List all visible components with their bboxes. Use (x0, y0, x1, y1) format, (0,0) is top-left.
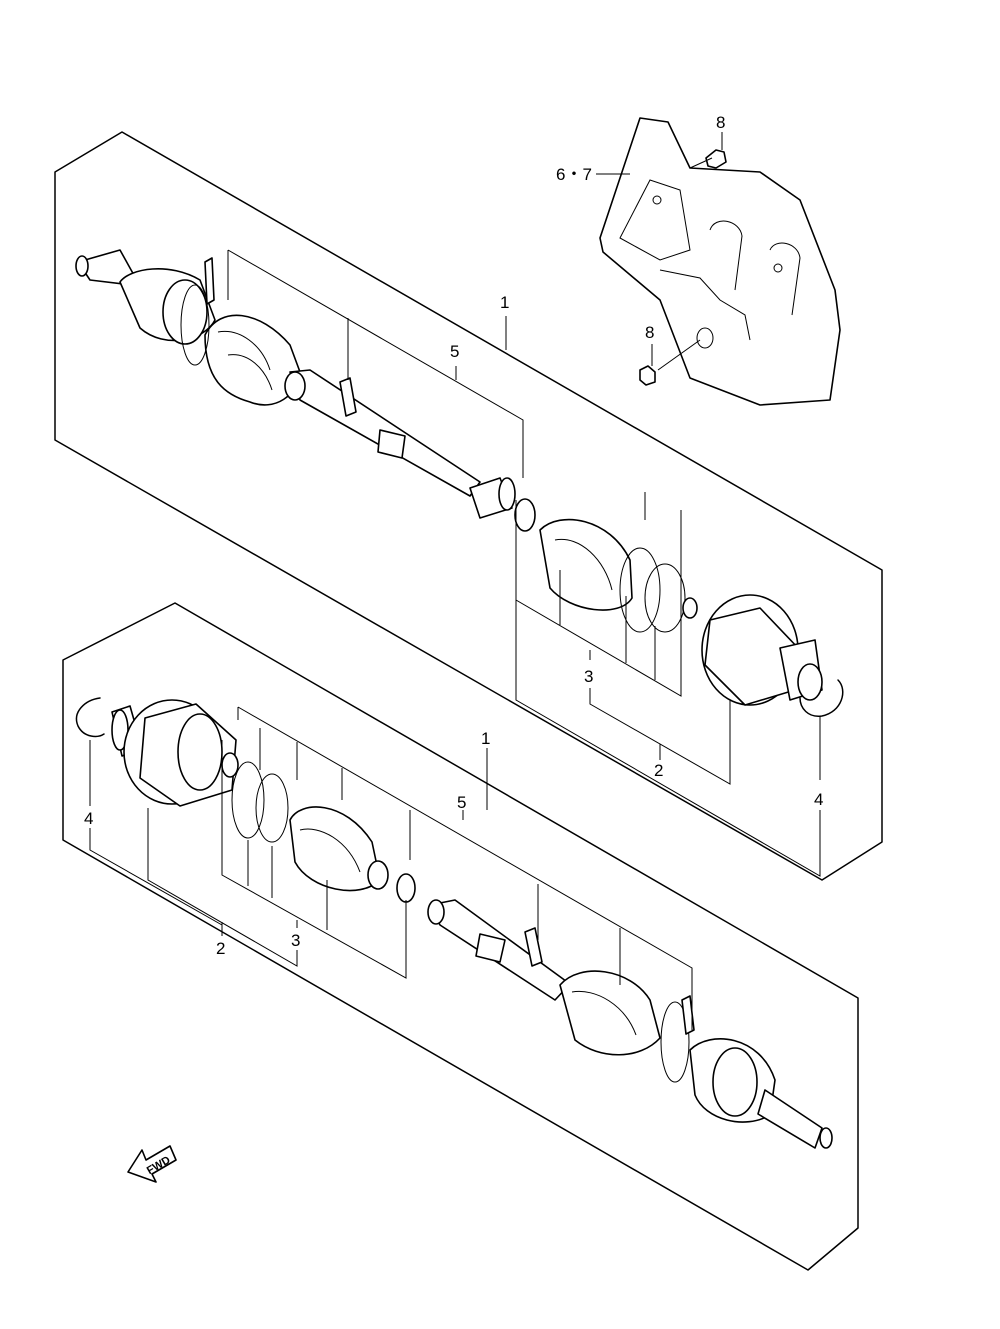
callout-2-lower: 2 (216, 939, 225, 958)
callout-5-upper: 5 (450, 342, 459, 361)
callout-8-top: 8 (716, 113, 725, 132)
callout-3-upper: 3 (584, 667, 593, 686)
upper-assembly-frame (54, 131, 883, 881)
callout-8-bottom: 8 (645, 323, 654, 342)
leader-lines (89, 132, 821, 1030)
callout-6-7: 6・7 (556, 165, 592, 184)
upper-driveshaft (75, 249, 844, 717)
bolt-part-8-bottom (639, 365, 656, 386)
callout-4-upper: 4 (814, 790, 823, 809)
callout-1-lower: 1 (481, 729, 490, 748)
callout-2-upper: 2 (654, 761, 663, 780)
lower-driveshaft (75, 697, 833, 1149)
bracket-part-6-7 (599, 117, 841, 406)
callout-3-lower: 3 (291, 931, 300, 950)
lower-assembly-frame (62, 602, 859, 1271)
callout-1-upper: 1 (500, 293, 509, 312)
bolt-part-8-top (705, 149, 727, 169)
forward-arrow-icon: FWD (127, 1145, 177, 1183)
callout-4-lower: 4 (84, 809, 93, 828)
callout-5-lower: 5 (457, 793, 466, 812)
